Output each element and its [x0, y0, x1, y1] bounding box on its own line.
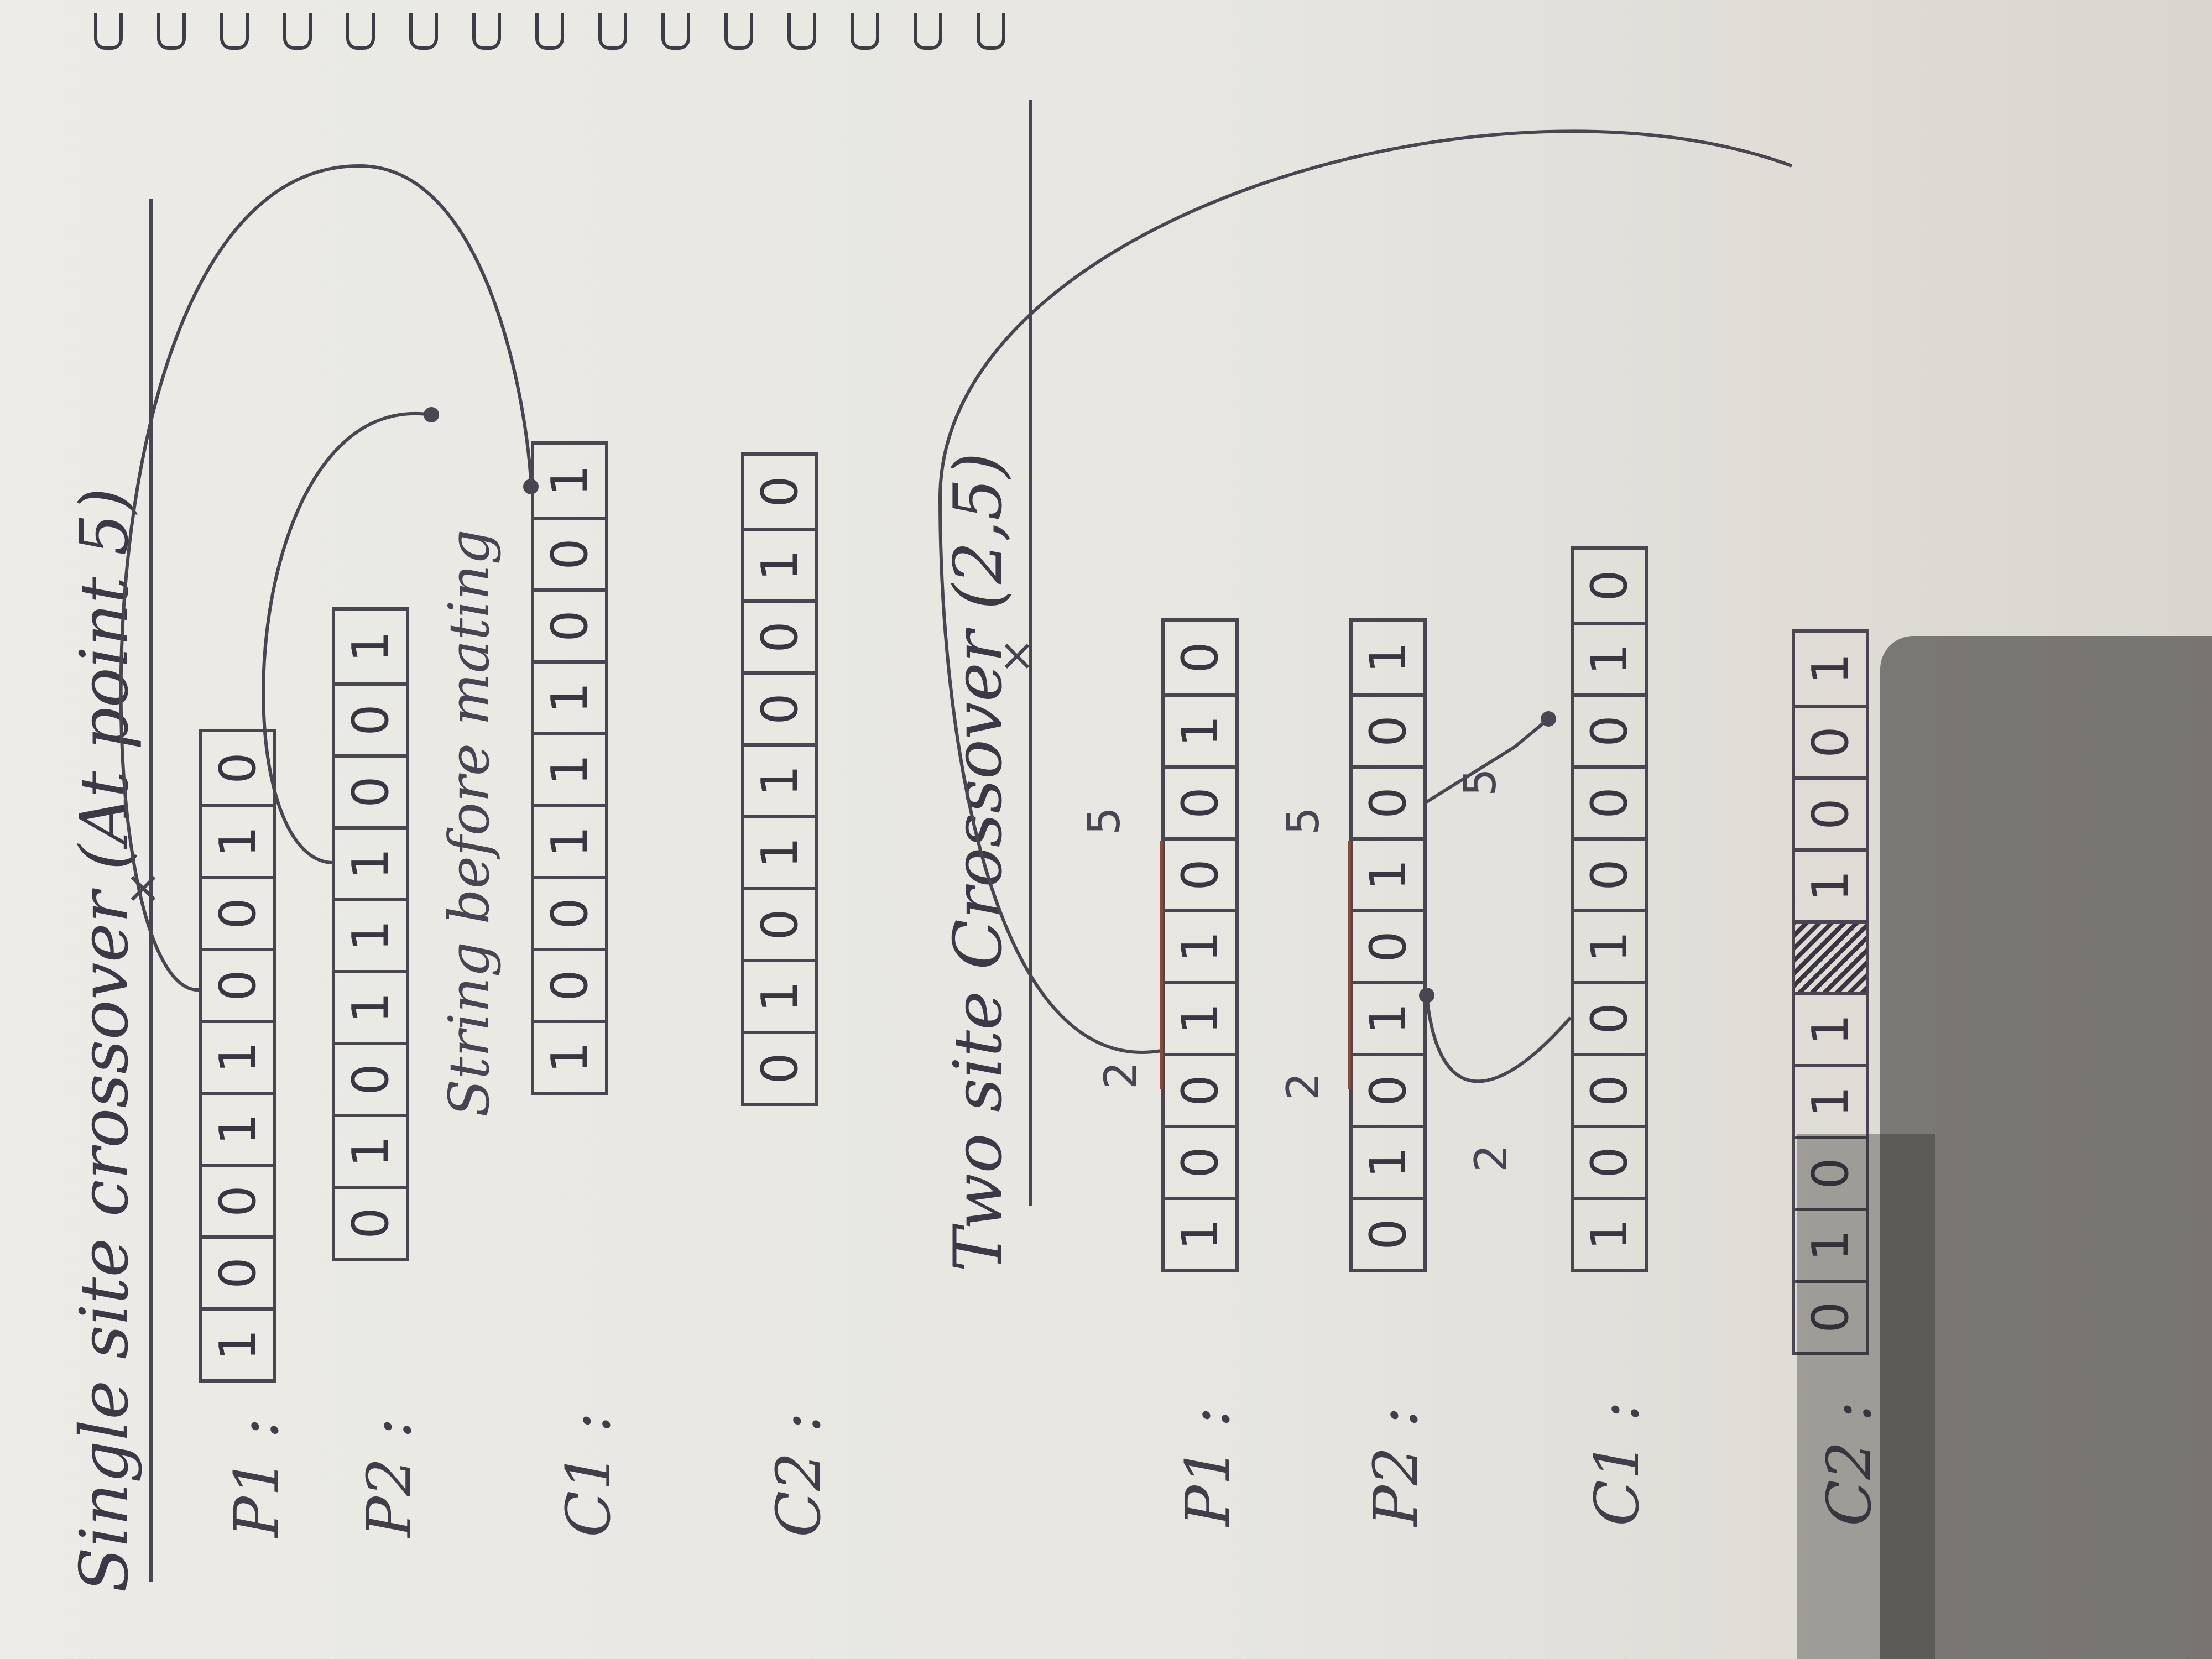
hand-shadow: [1880, 636, 2212, 1659]
hand-shadow-edge: [1797, 1134, 1936, 1659]
p2-to-c1-two-site-arrow: [1426, 717, 1550, 804]
spiral-binding: [0, 0, 2212, 50]
p2-to-c1-arrow: [262, 411, 432, 864]
p1-to-c2-two-site-arrow: [938, 129, 1793, 1054]
c1-link-curve: [1425, 995, 1572, 1083]
p1-to-c2-arrow: [119, 164, 533, 992]
